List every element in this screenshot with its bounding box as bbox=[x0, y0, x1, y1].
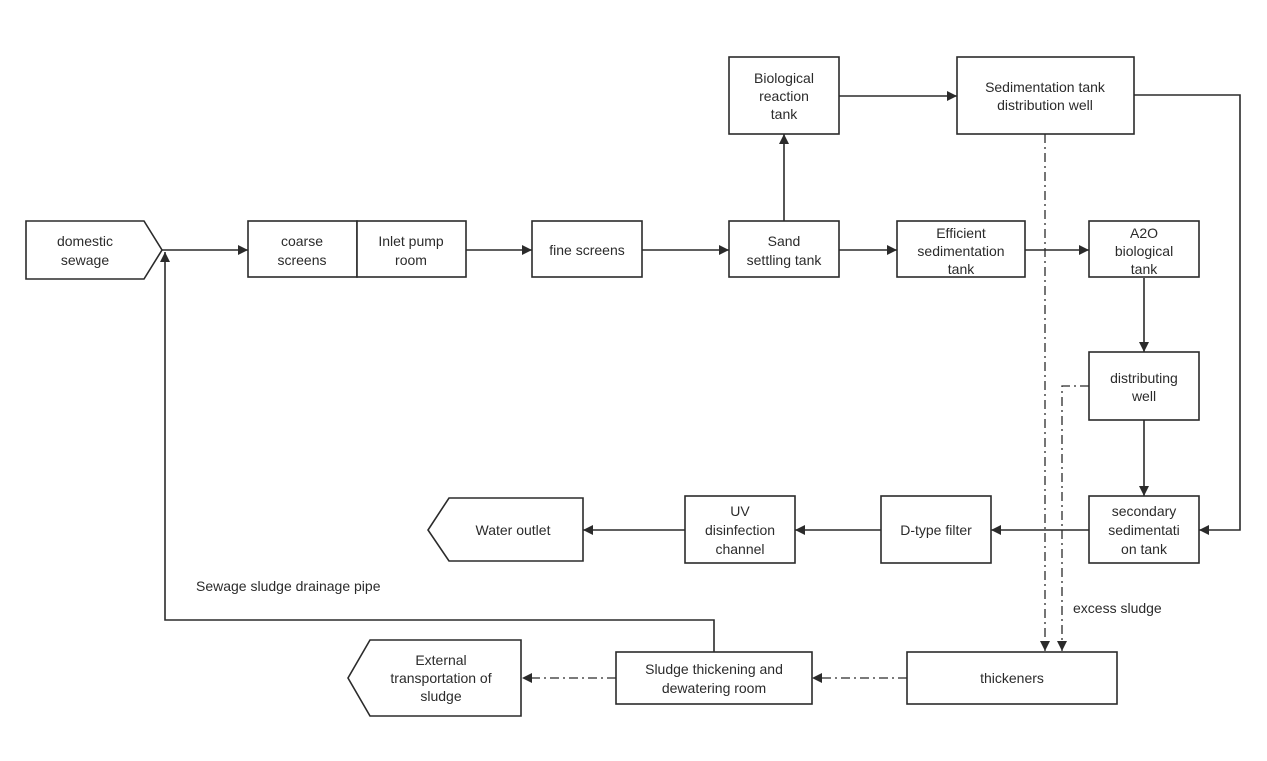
arrow-sludge-drainage-return bbox=[160, 252, 715, 652]
node-d-type-filter: D-type filter bbox=[880, 495, 992, 564]
node-label: fine screens bbox=[549, 242, 624, 258]
sludge-line-distributing-well-to-thickeners bbox=[1057, 385, 1089, 651]
label-sewage-sludge-drainage-pipe: Sewage sludge drainage pipe bbox=[196, 578, 381, 594]
node-water-outlet: Water outlet bbox=[427, 497, 584, 562]
solid-flow-lines bbox=[160, 91, 1241, 652]
node-label: Water outlet bbox=[476, 522, 551, 538]
arrow-distribution-well-to-secondary bbox=[1134, 94, 1241, 535]
label-excess-sludge: excess sludge bbox=[1073, 600, 1162, 616]
node-fine-screens: fine screens bbox=[531, 220, 643, 278]
node-thickeners: thickeners bbox=[906, 651, 1118, 705]
node-label: thickeners bbox=[980, 670, 1044, 686]
node-label: D-type filter bbox=[900, 522, 972, 538]
dashdot-sludge-lines bbox=[522, 134, 1089, 683]
